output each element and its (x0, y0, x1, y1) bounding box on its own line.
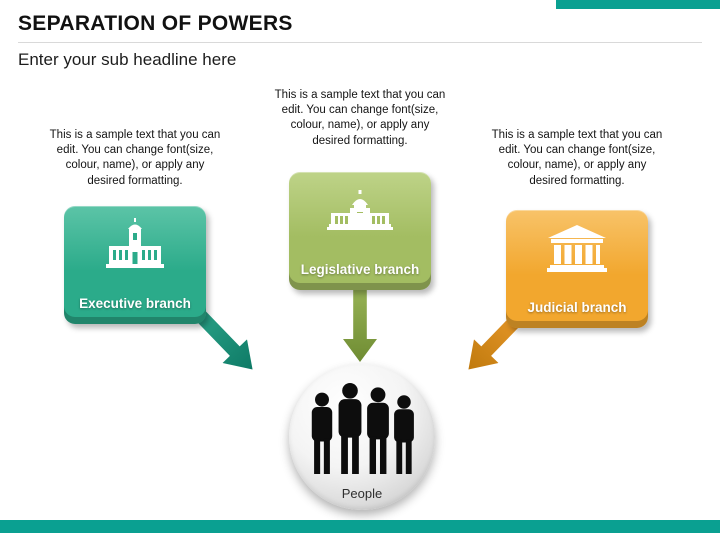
bottom-accent-bar (0, 520, 720, 533)
executive-branch-label: Executive branch (79, 296, 191, 311)
capitol-icon (327, 184, 393, 240)
judicial-sample-text: This is a sample text that you can edit.… (491, 129, 663, 187)
people-circle: People (289, 364, 435, 510)
legislative-arrow (343, 290, 377, 362)
legislative-branch-label: Legislative branch (300, 262, 420, 277)
executive-branch-box: Executive branch (64, 206, 206, 324)
city-hall-icon (103, 218, 167, 274)
legislative-sample-text: This is a sample text that you can edit.… (274, 89, 446, 147)
sub-headline: Enter your sub headline here (18, 50, 237, 69)
executive-sample-text: This is a sample text that you can edit.… (49, 129, 221, 187)
courthouse-icon (545, 222, 609, 276)
people-silhouettes-icon (300, 382, 424, 483)
judicial-branch-box: Judicial branch (506, 210, 648, 328)
people-label: People (341, 486, 383, 501)
judicial-branch-label: Judicial branch (527, 300, 627, 315)
top-accent-bar (556, 0, 720, 9)
title-divider (18, 42, 702, 43)
legislative-branch-box: Legislative branch (289, 172, 431, 290)
page-title: SEPARATION OF POWERS (18, 12, 293, 35)
